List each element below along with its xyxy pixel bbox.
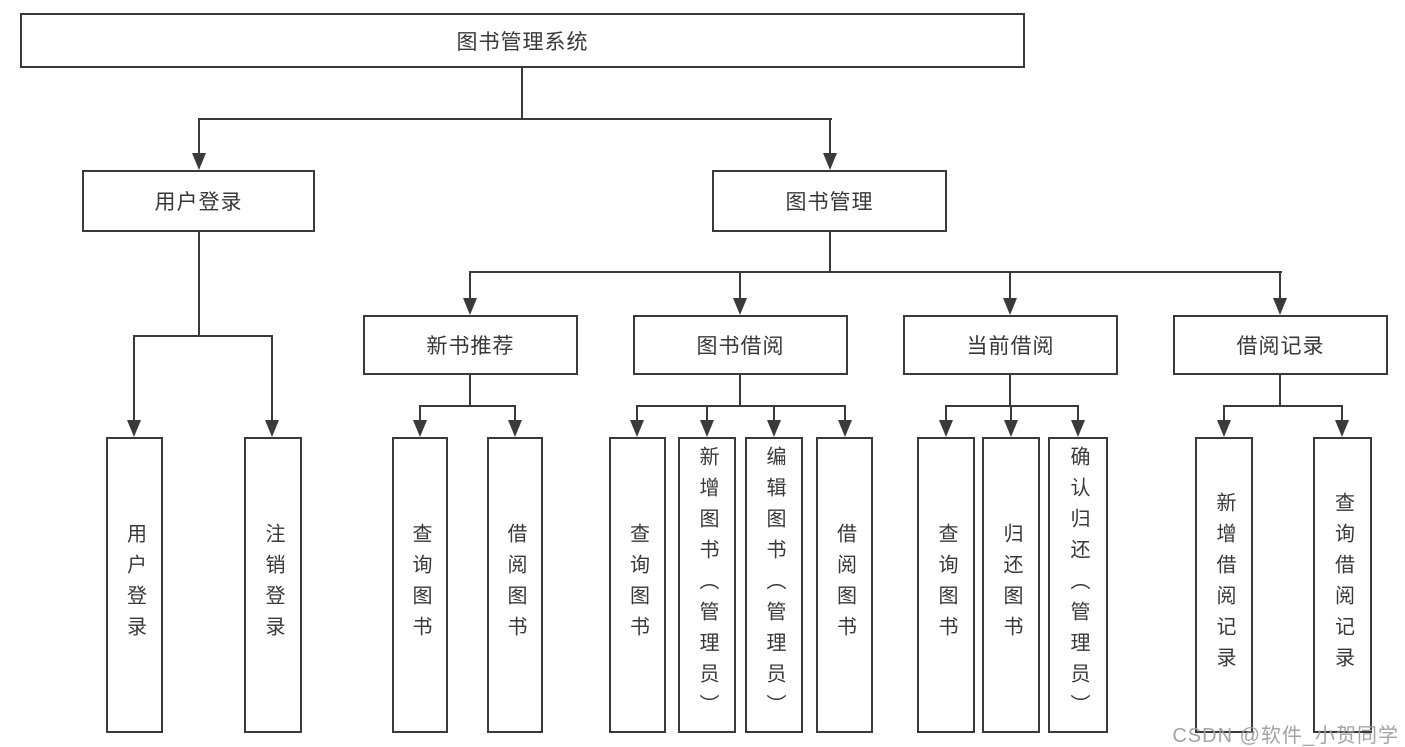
arrow-down-bb-edit-icon xyxy=(767,420,781,437)
node-nb-query-books: 查询图书 xyxy=(392,437,448,733)
node-bb-borrow-books: 借阅图书 xyxy=(816,437,873,733)
connector-book-management-stem xyxy=(829,232,831,271)
connector-user-login-stem xyxy=(198,232,200,335)
node-user-login: 用户登录 xyxy=(82,170,315,232)
connector-user-login-leaf-drop-1 xyxy=(133,335,135,422)
node-cb-query-books: 查询图书 xyxy=(917,437,975,733)
connector-borrow-record-rail xyxy=(1223,405,1343,407)
connector-user-login-rail xyxy=(133,335,273,337)
node-logout-label: 注销登录 xyxy=(262,523,284,647)
connector-bb-borrow-drop xyxy=(844,405,846,422)
arrow-down-nb-query-icon xyxy=(413,420,427,437)
connector-book-borrow-rail xyxy=(636,405,846,407)
node-br-add-record: 新增借阅记录 xyxy=(1195,437,1253,733)
connector-br-add-drop xyxy=(1223,405,1225,422)
arrow-down-cb-confirm-icon xyxy=(1071,420,1085,437)
node-cb-confirm-return-admin: 确认归还（管理员） xyxy=(1048,437,1108,733)
node-current-borrowing: 当前借阅 xyxy=(903,315,1118,375)
connector-book-borrow-stem xyxy=(739,375,741,405)
arrow-down-bb-borrow-icon xyxy=(838,420,852,437)
arrow-down-logout-icon xyxy=(265,420,279,437)
connector-cb-query-drop xyxy=(945,405,947,422)
node-book-borrowing: 图书借阅 xyxy=(633,315,848,375)
node-user-login-leaf: 用户登录 xyxy=(106,437,163,733)
node-nb-borrow-books: 借阅图书 xyxy=(487,437,543,733)
watermark: CSDN @软件_小贺同学 xyxy=(1172,725,1399,747)
arrow-down-book-management-icon xyxy=(823,153,837,170)
arrow-down-current-borrow-icon xyxy=(1003,298,1017,315)
arrow-down-bb-add-icon xyxy=(700,420,714,437)
node-book-management: 图书管理 xyxy=(712,170,947,232)
node-br-query-record-label: 查询借阅记录 xyxy=(1331,492,1354,678)
node-logout: 注销登录 xyxy=(244,437,302,733)
node-bb-borrow-books-label: 借阅图书 xyxy=(833,523,856,647)
node-cb-query-books-label: 查询图书 xyxy=(935,523,957,647)
connector-new-book-drop xyxy=(469,271,471,300)
connector-book-management-drop xyxy=(829,118,831,155)
arrow-down-new-book-icon xyxy=(463,298,477,315)
node-bb-query-books-label: 查询图书 xyxy=(626,523,649,647)
node-user-login-leaf-label: 用户登录 xyxy=(123,523,146,647)
connector-current-borrow-rail xyxy=(945,405,1079,407)
arrow-down-br-add-icon xyxy=(1217,420,1231,437)
node-nb-query-books-label: 查询图书 xyxy=(409,523,431,647)
connector-logout-drop xyxy=(271,335,273,422)
connector-cb-confirm-drop xyxy=(1077,405,1079,422)
connector-root-stem xyxy=(521,68,523,118)
connector-nb-query-drop xyxy=(419,405,421,422)
connector-nb-borrow-drop xyxy=(514,405,516,422)
connector-bb-add-drop xyxy=(706,405,708,422)
connector-br-query-drop xyxy=(1341,405,1343,422)
arrow-down-bb-query-icon xyxy=(630,420,644,437)
connector-borrow-record-drop xyxy=(1279,271,1281,300)
connector-current-borrow-stem xyxy=(1009,375,1011,405)
node-bb-edit-book-admin-label: 编辑图书（管理员） xyxy=(763,445,785,725)
node-book-management-system: 图书管理系统 xyxy=(20,13,1025,68)
connector-cb-return-drop xyxy=(1010,405,1012,422)
connector-book-borrow-drop xyxy=(739,271,741,300)
connector-root-rail xyxy=(198,118,832,120)
node-new-book-recommend: 新书推荐 xyxy=(363,315,578,375)
arrow-down-nb-borrow-icon xyxy=(508,420,522,437)
node-bb-edit-book-admin: 编辑图书（管理员） xyxy=(745,437,803,733)
node-borrowing-records: 借阅记录 xyxy=(1173,315,1388,375)
arrow-down-br-query-icon xyxy=(1335,420,1349,437)
node-cb-return-books: 归还图书 xyxy=(982,437,1040,733)
node-br-query-record: 查询借阅记录 xyxy=(1313,437,1372,733)
node-cb-confirm-return-admin-label: 确认归还（管理员） xyxy=(1067,445,1089,725)
connector-new-book-stem xyxy=(469,375,471,405)
connector-user-login-drop xyxy=(198,118,200,155)
node-bb-add-book-admin-label: 新增图书（管理员） xyxy=(696,445,718,725)
arrow-down-cb-return-icon xyxy=(1004,420,1018,437)
arrow-down-user-login-leaf-icon xyxy=(127,420,141,437)
connector-current-borrow-drop xyxy=(1009,271,1011,300)
node-bb-query-books: 查询图书 xyxy=(609,437,666,733)
arrow-down-borrow-record-icon xyxy=(1273,298,1287,315)
node-bb-add-book-admin: 新增图书（管理员） xyxy=(678,437,736,733)
node-nb-borrow-books-label: 借阅图书 xyxy=(504,523,526,647)
arrow-down-user-login-icon xyxy=(192,153,206,170)
connector-book-management-rail xyxy=(469,271,1282,273)
connector-bb-edit-drop xyxy=(773,405,775,422)
arrow-down-book-borrow-icon xyxy=(733,298,747,315)
connector-borrow-record-stem xyxy=(1279,375,1281,405)
connector-bb-query-drop xyxy=(636,405,638,422)
node-cb-return-books-label: 归还图书 xyxy=(1000,523,1022,647)
connector-new-book-rail xyxy=(419,405,516,407)
node-br-add-record-label: 新增借阅记录 xyxy=(1213,492,1235,678)
arrow-down-cb-query-icon xyxy=(939,420,953,437)
